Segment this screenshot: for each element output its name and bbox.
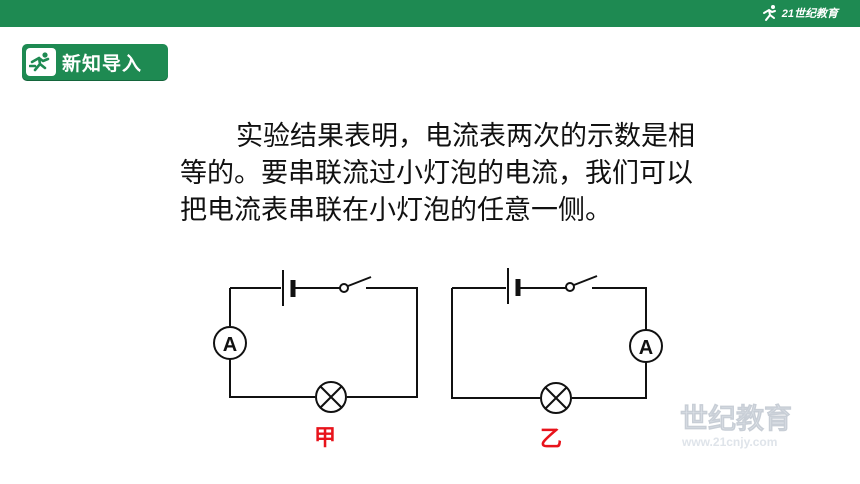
- section-badge: 新知导入: [22, 44, 168, 80]
- figure-label-left: 甲: [314, 426, 336, 451]
- logo-text: 21世纪教育: [781, 8, 838, 20]
- wire: [451, 288, 540, 399]
- section-title: 新知导入: [62, 52, 143, 75]
- runner-icon: [26, 48, 56, 76]
- lamp: [540, 382, 572, 414]
- wire: [592, 287, 647, 330]
- wire: [572, 362, 647, 399]
- wire: [347, 287, 418, 398]
- lamp: [315, 381, 347, 413]
- circuit-right: [451, 268, 663, 414]
- circuit-left: [213, 270, 418, 413]
- ammeter: [213, 326, 247, 360]
- runner-icon: [762, 5, 776, 21]
- ammeter-symbol: A: [639, 337, 653, 359]
- wire: [229, 359, 315, 398]
- switch-blade: [573, 275, 598, 286]
- switch-blade: [347, 276, 372, 287]
- ammeter: [629, 329, 663, 363]
- figure-label-right: 乙: [540, 427, 562, 452]
- ammeter-symbol: A: [223, 334, 237, 356]
- brand-logo: 21世纪教育: [761, 3, 838, 23]
- switch-pivot: [339, 283, 349, 293]
- switch-pivot: [565, 282, 575, 292]
- body-paragraph: 实验结果表明，电流表两次的示数是相等的。要串联流过小灯泡的电流，我们可以把电流表…: [180, 121, 695, 226]
- top-bar: 21世纪教育: [0, 0, 860, 27]
